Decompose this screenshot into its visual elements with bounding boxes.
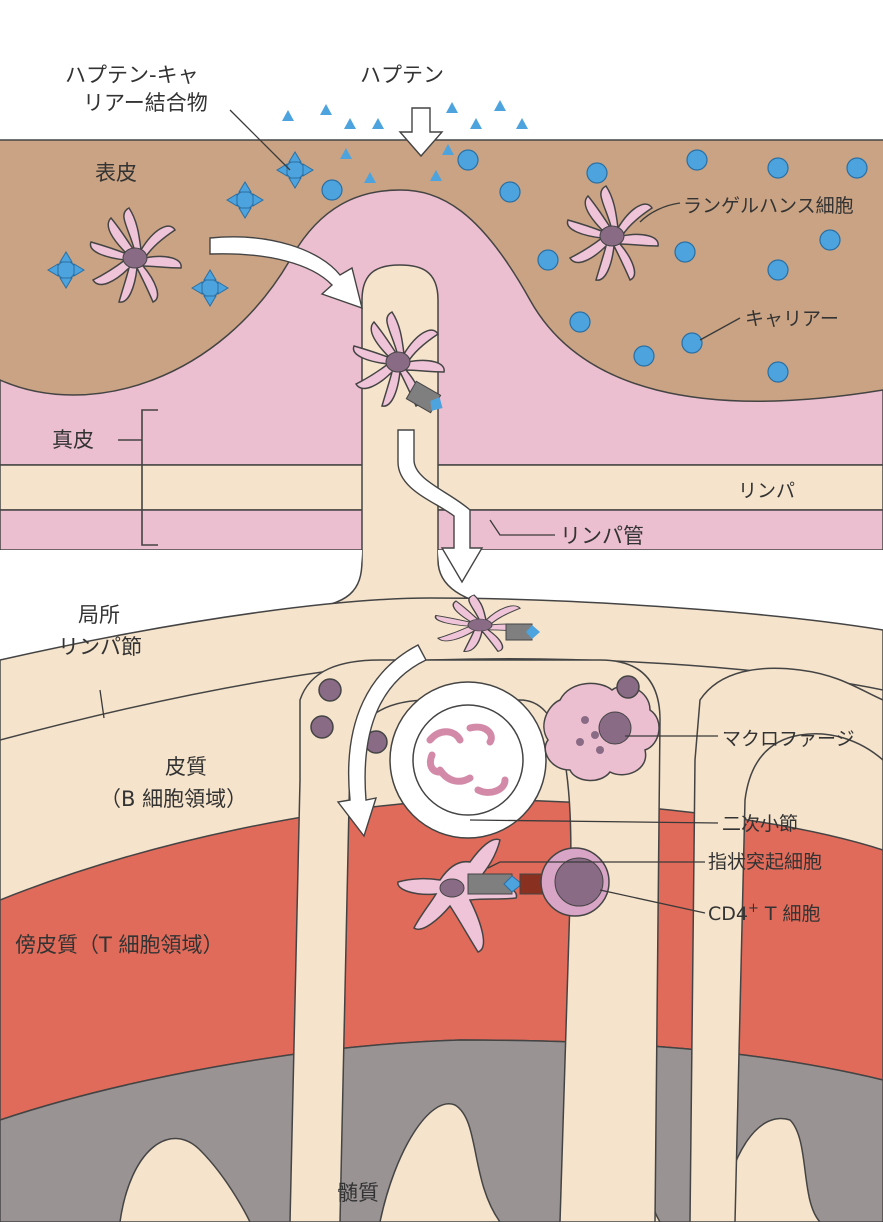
label-secondary-nodule: 二次小節 (722, 813, 798, 835)
label-local-node-1: 局所 (78, 603, 120, 627)
label-macrophage: マクロファージ (722, 728, 855, 750)
label-medulla: 髄質 (337, 1181, 379, 1205)
dermis-lower (0, 510, 883, 550)
label-cd4-t-cell: CD4+T 細胞 (708, 901, 821, 925)
label-interdigitating-cell: 指状突起細胞 (708, 851, 822, 873)
label-cortex-2: （B 細胞領域） (100, 787, 247, 811)
label-hapten: ハプテン (360, 63, 444, 87)
label-lymph: リンパ (738, 480, 795, 502)
label-local-node-2: リンパ節 (58, 635, 142, 659)
label-epidermis: 表皮 (95, 161, 137, 185)
label-carrier: キャリアー (745, 308, 839, 330)
label-langerhans: ランゲルハンス細胞 (683, 195, 854, 217)
label-cortex-1: 皮質 (165, 755, 207, 779)
label-lymph-vessel: リンパ管 (560, 524, 644, 548)
label-hapten-carrier-2: リアー結合物 (83, 91, 208, 115)
label-paracortex: 傍皮質（T 細胞領域） (15, 933, 224, 957)
label-hapten-carrier-1: ハプテン-キャ (65, 63, 199, 87)
label-dermis: 真皮 (52, 428, 94, 452)
